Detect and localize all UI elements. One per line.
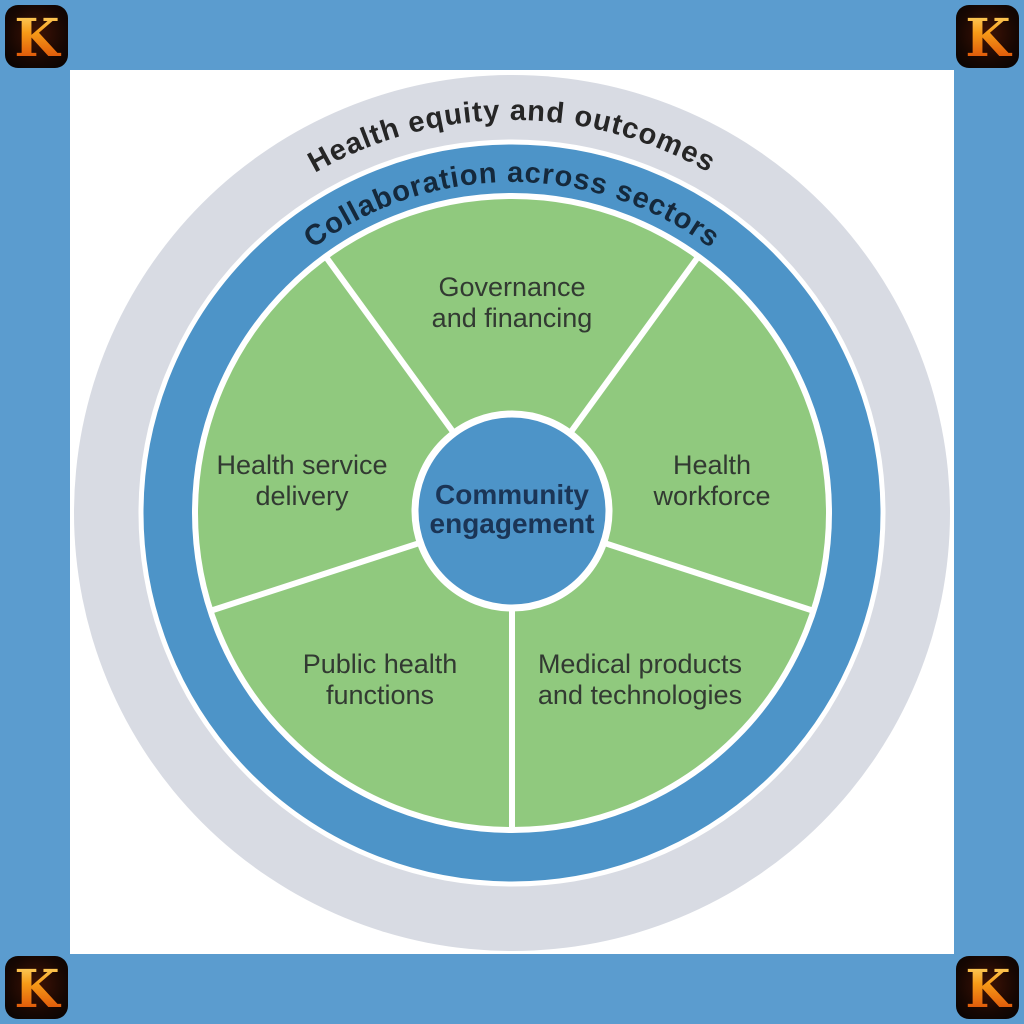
wedge-label-line: Governance <box>438 272 585 302</box>
watermark-logo-top-left: K <box>5 5 68 69</box>
fiery-k-icon: K <box>965 959 1012 1020</box>
wedge-label-line: workforce <box>652 481 770 511</box>
wedge-label-line: Health <box>673 450 751 480</box>
wedge-label-line: functions <box>326 680 434 710</box>
wedge-label-health-service-delivery: Health service delivery <box>216 450 387 511</box>
watermark-logo-tile <box>5 956 68 1019</box>
watermark-logo-bottom-left: K <box>5 956 68 1020</box>
wedge-label-public-health-functions: Public health functions <box>303 649 458 710</box>
center-label-line2: engagement <box>430 508 595 539</box>
watermark-logo-tile <box>956 956 1019 1019</box>
watermark-logo-tile <box>5 5 68 68</box>
wedge-label-line: Medical products <box>538 649 742 679</box>
wedge-label-line: and technologies <box>538 680 742 710</box>
fiery-k-icon: K <box>14 959 61 1020</box>
center-label: Community engagement <box>430 479 595 539</box>
wedge-label-line: delivery <box>255 481 349 511</box>
wedge-label-governance-and-financing: Governance and financing <box>432 272 593 333</box>
fiery-k-icon: K <box>965 8 1012 69</box>
center-circle <box>411 410 613 612</box>
center-label-line1: Community <box>435 479 589 510</box>
wedge-label-line: Public health <box>303 649 458 679</box>
wedge-label-line: Health service <box>216 450 387 480</box>
watermark-logo-bottom-right: K <box>956 956 1019 1020</box>
wedge-label-line: and financing <box>432 303 593 333</box>
wedge-label-medical-products-and-technologies: Medical products and technologies <box>538 649 742 710</box>
watermark-logo-top-right: K <box>956 5 1019 69</box>
fiery-k-icon: K <box>14 8 61 69</box>
wedge-label-health-workforce: Health workforce <box>652 450 770 511</box>
watermark-logo-tile <box>956 5 1019 68</box>
